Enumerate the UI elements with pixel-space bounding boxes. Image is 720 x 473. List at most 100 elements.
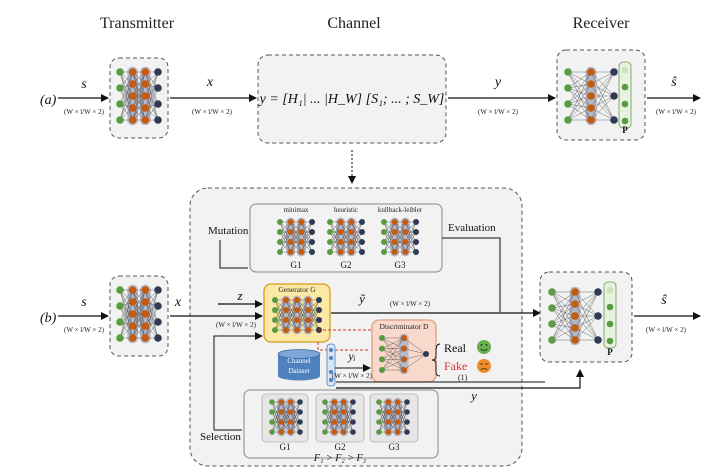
network-edge [119,71,133,105]
network-edge [296,299,309,331]
network-node [154,286,162,294]
network-edge [590,95,615,109]
network-edge [551,291,576,325]
loss-minimax: minimax [284,206,309,214]
network-edge [145,71,159,109]
network-node [297,419,303,425]
network-edge [590,71,615,97]
network-node [404,429,410,435]
network-edge [383,221,395,243]
network-node [294,317,300,323]
transmitter-box-b [109,275,169,357]
network-node [277,229,283,235]
network-node [391,219,398,225]
neural-network-glyph [277,217,315,257]
dataset-label-2: Dataset [289,367,310,375]
network-node [394,419,401,425]
network-edge [145,87,159,121]
network-edge [329,221,341,253]
network-node [154,100,162,108]
fake-label: Fake [444,359,467,373]
network-edge [351,231,363,253]
network-node [128,322,137,330]
network-node [141,80,150,88]
network-node [298,219,305,225]
neural-network-glyph [322,397,356,437]
network-node [141,286,150,294]
network-node [413,239,419,245]
network-node [337,229,344,235]
transmitter-network-a [116,66,162,126]
network-edge [551,291,576,317]
network-edge [132,71,146,97]
selection-label: Selection [200,431,241,443]
network-edge [381,337,405,360]
discriminator-network [379,333,429,375]
network-node [272,307,278,313]
network-edge [301,231,313,253]
header-transmitter: Transmitter [100,15,175,32]
network-edge [279,231,291,253]
network-edge [290,411,301,433]
network-node [277,249,283,255]
network-node [350,399,356,405]
mutation-networks [277,217,419,257]
network-edge [403,348,427,355]
network-node [322,409,328,415]
softmax-node [621,117,629,125]
network-node [331,399,338,405]
network-edge [590,107,615,121]
neural-network-glyph [548,286,602,346]
network-edge [271,401,282,433]
neural-network-glyph [272,295,322,335]
network-node [379,367,385,373]
fitness-order: F₁ > F₂ > F₃ [313,453,367,464]
layer-band [339,397,348,437]
network-edge [551,307,576,329]
network-edge [119,83,133,121]
network-node [394,409,401,415]
tx-output-symbol-b: x [174,295,182,310]
network-node [331,409,338,415]
network-edge [290,401,301,423]
softmax-node [606,286,614,294]
network-node [391,239,398,245]
network-edge [567,71,592,121]
network-node [401,345,407,352]
mutation-label: Mutation [208,225,249,237]
network-node [348,219,355,225]
network-edge [334,401,344,433]
network-edge [119,83,133,105]
network-node [381,229,387,235]
network-node [316,317,322,323]
gen-output-dim: (W × l/W × 2) [390,300,431,308]
network-node [337,219,344,225]
network-node [269,399,275,405]
header-channel: Channel [327,15,381,32]
network-node [401,335,407,341]
network-edge [119,95,133,121]
real-sample-vector [326,343,336,387]
network-node [385,429,392,435]
network-node [283,297,289,303]
network-node [277,219,283,225]
network-node [278,409,285,415]
network-edge [388,411,398,433]
network-node [116,334,124,342]
network-edge [290,231,302,253]
network-edge [551,291,576,309]
network-edge [567,83,592,89]
network-node [571,312,579,320]
network-edge [567,71,592,109]
network-node [340,429,347,435]
network-node [309,229,315,235]
input-dim-a: (W × l/W × 2) [64,108,105,116]
network-node [154,84,162,92]
network-edge [119,301,133,323]
header-receiver: Receiver [573,15,631,32]
neural-network-glyph [564,66,618,126]
transmitter-network-b [116,284,162,344]
network-node [141,334,150,342]
network-edge [567,71,592,89]
network-edge [132,289,146,327]
